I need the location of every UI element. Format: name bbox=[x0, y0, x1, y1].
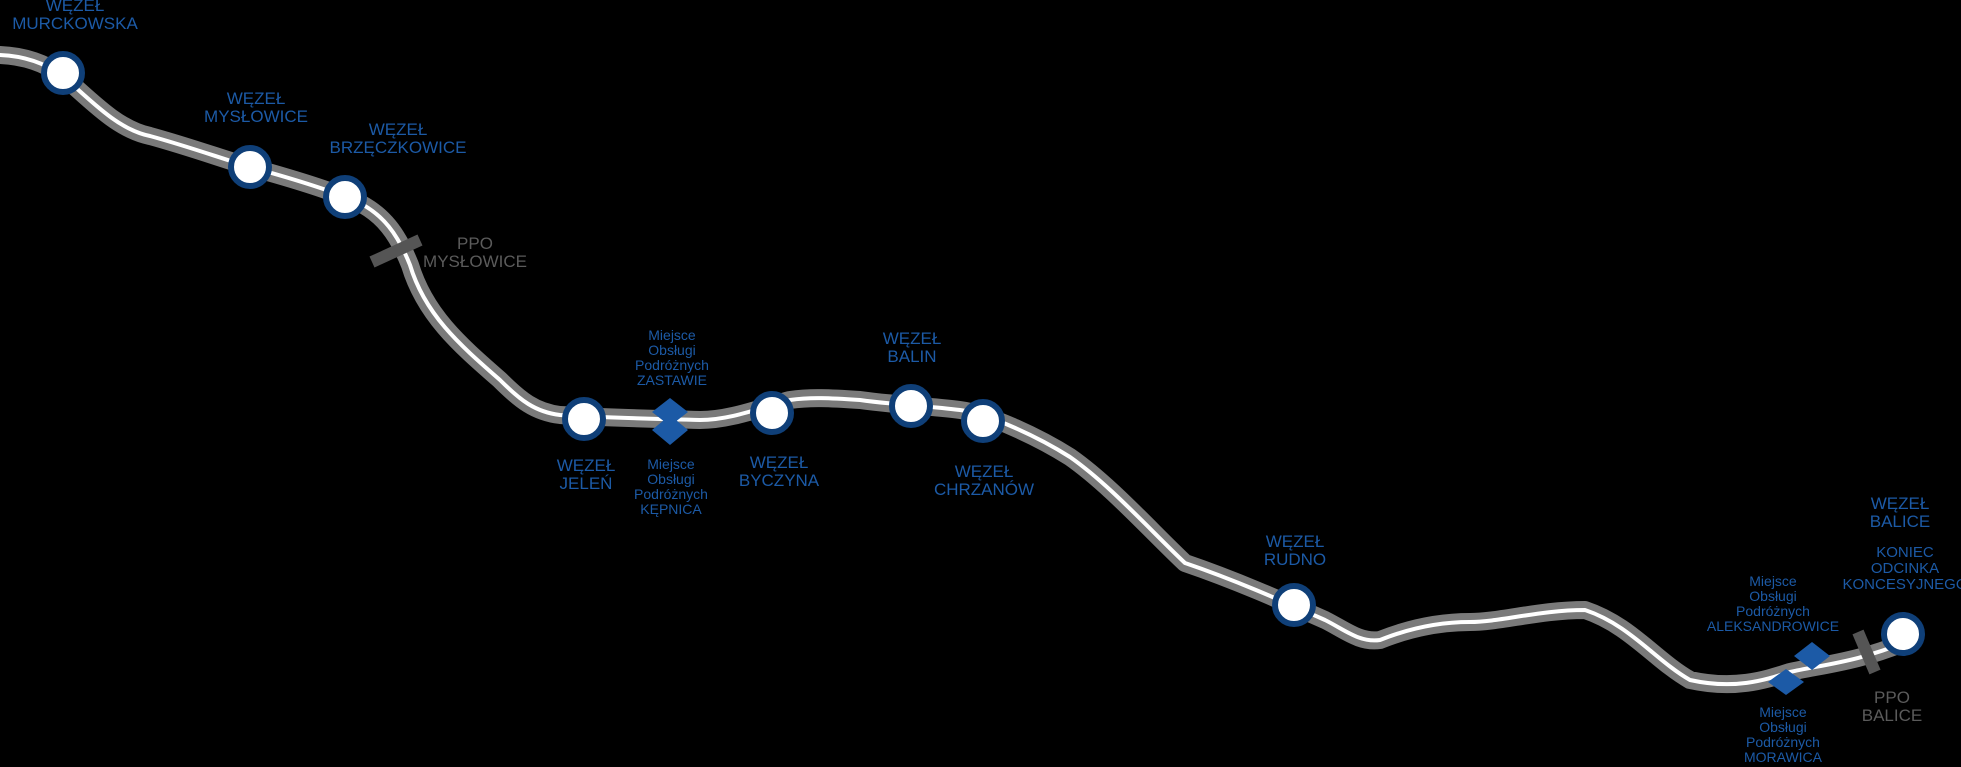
node-label-rudno: WĘZEŁ RUDNO bbox=[1263, 532, 1327, 570]
node-label-line: BYCZYNA bbox=[738, 471, 820, 491]
node-brzeczkowice-icon[interactable] bbox=[323, 175, 367, 219]
node-label-line: WĘZEŁ bbox=[882, 329, 942, 348]
end-note-line: KONCESYJNEGO bbox=[1842, 576, 1961, 594]
node-label-line: MYSŁOWICE bbox=[204, 107, 308, 127]
node-myslowice-icon[interactable] bbox=[228, 145, 272, 189]
node-label-line: CHRZANÓW bbox=[933, 480, 1035, 500]
mop-label-line: Miejsce bbox=[1749, 573, 1797, 589]
ppo-gate-balice bbox=[1852, 629, 1881, 675]
end-note-line: ODCINKA bbox=[1870, 560, 1940, 578]
mop-label-line: Obsługi bbox=[1759, 719, 1807, 736]
mop-label-line: Miejsce bbox=[648, 327, 696, 343]
mop-label-line: Obsługi bbox=[648, 342, 696, 359]
mop-label-line: Miejsce bbox=[1759, 704, 1807, 720]
mop-label-kepnica: Miejsce Obsługi Podróżnych KĘPNICA bbox=[634, 456, 708, 518]
mop-label-line: Obsługi bbox=[647, 471, 695, 488]
node-byczyna-icon[interactable] bbox=[750, 391, 794, 435]
mop-label-zastawie: Miejsce Obsługi Podróżnych ZASTAWIE bbox=[635, 327, 709, 389]
mop-label-aleksandrowice: Miejsce Obsługi Podróżnych ALEKSANDROWIC… bbox=[1706, 573, 1840, 635]
mop-label-line: Podróżnych bbox=[1736, 603, 1810, 620]
node-label-line: WĘZEŁ bbox=[749, 453, 809, 472]
end-note-line: KONIEC bbox=[1876, 544, 1934, 561]
node-label-byczyna: WĘZEŁ BYCZYNA bbox=[738, 453, 820, 491]
ppo-gate-myslowice bbox=[369, 234, 423, 268]
node-jelen-icon[interactable] bbox=[562, 397, 606, 441]
mop-label-line: KĘPNICA bbox=[640, 501, 702, 518]
ppo-label-balice: PPO BALICE bbox=[1861, 688, 1923, 726]
node-label-line: BALICE bbox=[1869, 512, 1931, 532]
ppo-label-line: BALICE bbox=[1861, 706, 1923, 726]
mop-label-morawica: Miejsce Obsługi Podróżnych MORAWICA bbox=[1743, 704, 1823, 766]
ppo-label-myslowice: PPO MYSŁOWICE bbox=[423, 234, 527, 272]
mop-label-line: ALEKSANDROWICE bbox=[1706, 618, 1840, 635]
motorway-route bbox=[0, 46, 1919, 694]
mop-morawica-icon bbox=[1768, 669, 1804, 695]
node-label-line: WĘZEŁ bbox=[45, 0, 105, 15]
node-label-jelen: WĘZEŁ JELEŃ bbox=[556, 456, 616, 494]
node-label-line: WĘZEŁ bbox=[1870, 494, 1930, 513]
node-label-line: WĘZEŁ bbox=[954, 462, 1014, 481]
mop-aleksandrowice-icon bbox=[1794, 642, 1830, 670]
ppo-label-line: MYSŁOWICE bbox=[423, 252, 527, 272]
mop-label-line: ZASTAWIE bbox=[637, 372, 707, 389]
node-label-line: BALIN bbox=[887, 347, 937, 367]
node-label-murckowska: WĘZEŁ MURCKOWSKA bbox=[12, 0, 138, 34]
node-label-line: WĘZEŁ bbox=[556, 456, 616, 475]
motorway-centerline bbox=[0, 53, 1912, 687]
node-label-line: JELEŃ bbox=[559, 474, 613, 494]
node-label-line: RUDNO bbox=[1263, 550, 1327, 570]
ppo-label-line: PPO bbox=[457, 234, 493, 253]
node-label-balice: WĘZEŁ BALICE bbox=[1869, 494, 1931, 532]
mop-label-line: MORAWICA bbox=[1743, 749, 1823, 766]
mop-label-line: Miejsce bbox=[647, 456, 695, 472]
mop-label-line: Podróżnych bbox=[1746, 734, 1820, 751]
mop-kepnica-icon bbox=[652, 415, 688, 445]
node-label-line: WĘZEŁ bbox=[1265, 532, 1325, 551]
node-balice-icon[interactable] bbox=[1881, 612, 1925, 656]
mop-label-line: Obsługi bbox=[1749, 588, 1797, 605]
end-of-concession-note: KONIEC ODCINKA KONCESYJNEGO bbox=[1842, 544, 1961, 594]
ppo-label-line: PPO bbox=[1874, 688, 1910, 707]
node-label-line: WĘZEŁ bbox=[368, 120, 428, 139]
node-label-myslowice: WĘZEŁ MYSŁOWICE bbox=[204, 89, 308, 127]
mop-label-line: Podróżnych bbox=[634, 486, 708, 503]
node-label-line: BRZĘCZKOWICE bbox=[329, 138, 467, 158]
mop-zastawie-icon bbox=[652, 398, 688, 426]
node-label-line: WĘZEŁ bbox=[226, 89, 286, 108]
node-chrzanow-icon[interactable] bbox=[961, 399, 1005, 443]
node-label-chrzanow: WĘZEŁ CHRZANÓW bbox=[933, 462, 1035, 500]
node-murckowska-icon[interactable] bbox=[41, 51, 85, 95]
node-label-brzeczkowice: WĘZEŁ BRZĘCZKOWICE bbox=[329, 120, 467, 158]
mop-label-line: Podróżnych bbox=[635, 357, 709, 374]
node-balin-icon[interactable] bbox=[889, 384, 933, 428]
node-rudno-icon[interactable] bbox=[1272, 583, 1316, 627]
node-label-line: MURCKOWSKA bbox=[12, 14, 138, 34]
node-label-balin: WĘZEŁ BALIN bbox=[882, 329, 942, 367]
